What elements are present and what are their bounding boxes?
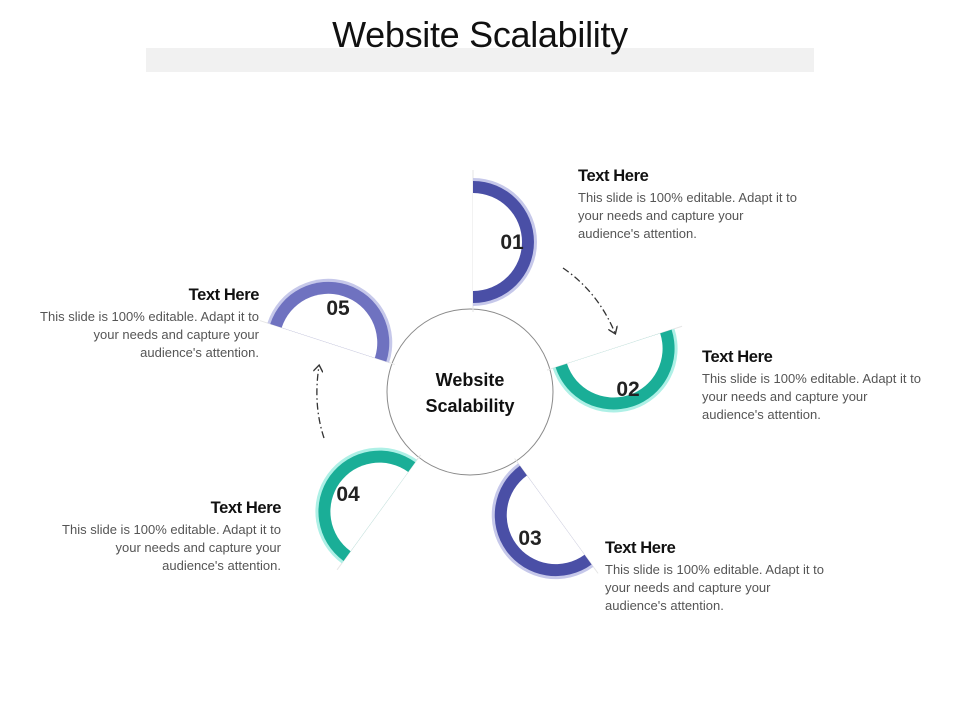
segment-body: This slide is 100% editable. Adapt it to… — [62, 522, 281, 573]
center-label-line1: Website — [436, 370, 505, 390]
segment-heading: Text Here — [188, 286, 260, 304]
flow-arrow-04-05 — [317, 366, 325, 439]
segment-number: 05 — [326, 297, 350, 320]
segment-04-text: Text Here This slide is 100% editable. A… — [51, 499, 281, 575]
segment-01: 01 — [472, 170, 537, 312]
segment-02 — [546, 325, 683, 413]
segment-03 — [491, 458, 599, 580]
segment-01-text: Text Here This slide is 100% editable. A… — [578, 167, 808, 243]
title-band — [146, 48, 814, 72]
segment-05 — [259, 278, 395, 365]
center-label-line2: Scalability — [425, 396, 514, 416]
segment-heading: Text Here — [702, 348, 773, 366]
segment-body: This slide is 100% editable. Adapt it to… — [40, 309, 259, 360]
page-title: Website Scalability — [332, 14, 628, 55]
segment-body: This slide is 100% editable. Adapt it to… — [605, 562, 824, 613]
segment-number: 01 — [500, 231, 524, 254]
segment-05-text: Text Here This slide is 100% editable. A… — [29, 286, 259, 362]
segment-heading: Text Here — [578, 167, 649, 185]
segment-heading: Text Here — [210, 499, 282, 517]
segment-03-text: Text Here This slide is 100% editable. A… — [605, 539, 835, 615]
segment-04 — [315, 447, 421, 571]
segment-body: This slide is 100% editable. Adapt it to… — [578, 190, 797, 241]
segment-02-text: Text Here This slide is 100% editable. A… — [702, 348, 932, 424]
flow-arrow-01-02 — [562, 267, 615, 333]
segment-number: 04 — [336, 483, 360, 506]
segment-heading: Text Here — [605, 539, 676, 557]
segment-body: This slide is 100% editable. Adapt it to… — [702, 371, 921, 422]
segment-number: 02 — [616, 378, 639, 401]
center-circle — [386, 308, 554, 476]
segment-number: 03 — [518, 527, 541, 550]
